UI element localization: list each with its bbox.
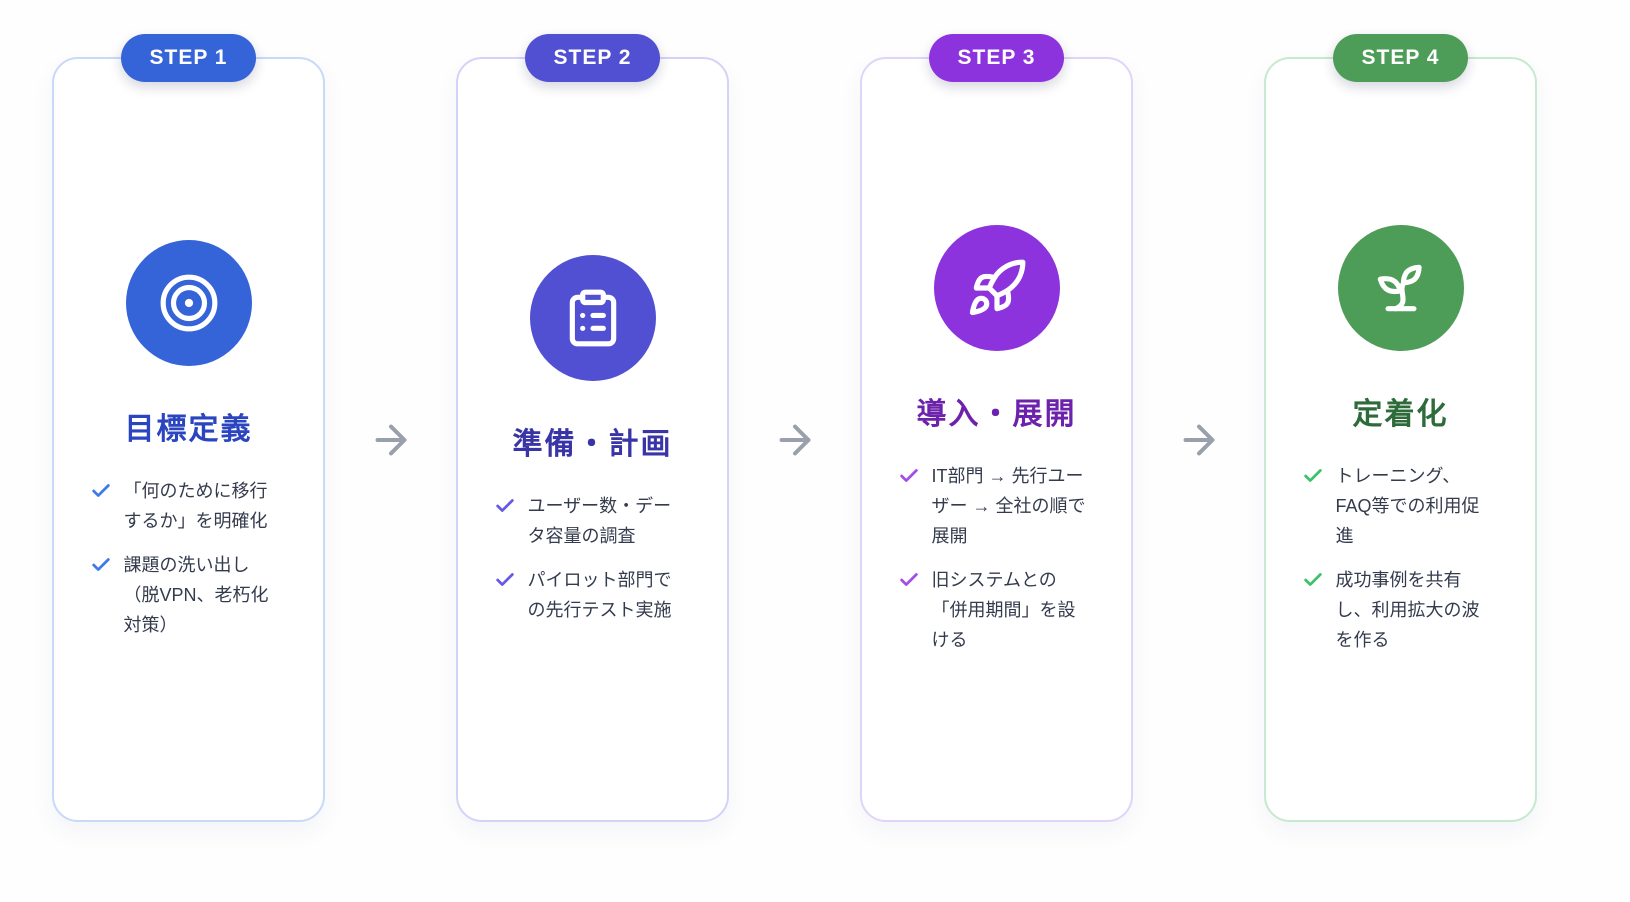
checklist-item-text: IT部門 → 先行ユーザー → 全社の順で展開 <box>931 465 1086 546</box>
check-icon <box>899 572 918 586</box>
checklist-item: ユーザー数・データ容量の調査 <box>494 491 692 551</box>
check-icon <box>899 468 918 482</box>
checklist-item-text: パイロット部門での先行テスト実施 <box>527 569 672 620</box>
step-card-1: STEP 1 目標定義 「何のために移行するか」を明確化 課題の洗い出し（脱VP… <box>52 34 325 822</box>
rocket-icon <box>969 259 1025 315</box>
check-icon <box>495 572 514 586</box>
checklist-item-text: 課題の洗い出し（脱VPN、老朽化対策） <box>123 554 269 635</box>
step-3-title: 導入・展開 <box>916 397 1077 431</box>
step-1-icon-circle <box>125 239 252 366</box>
step-2-badge: STEP 2 <box>524 34 661 82</box>
checklist-item: IT部門 → 先行ユーザー → 全社の順で展開 <box>898 461 1096 551</box>
check-icon <box>1303 572 1322 586</box>
check-icon <box>91 557 110 571</box>
target-icon <box>160 274 217 331</box>
flow-arrow-2 <box>729 57 860 822</box>
step-3-icon-circle <box>933 224 1060 351</box>
step-2-checklist: ユーザー数・データ容量の調査 パイロット部門での先行テスト実施 <box>494 491 692 625</box>
step-4-checklist: トレーニング、FAQ等での利用促進 成功事例を共有し、利用拡大の波を作る <box>1302 461 1500 655</box>
flow-arrow-3 <box>1133 57 1264 822</box>
check-icon <box>495 498 514 512</box>
check-icon <box>91 483 110 497</box>
step-1-checklist: 「何のために移行するか」を明確化 課題の洗い出し（脱VPN、老朽化対策） <box>90 476 288 640</box>
step-4-title: 定着化 <box>1352 397 1449 431</box>
step-card-3: STEP 3 導入・展開 IT部門 → 先行ユーザー → 全社の順で展開 旧シス… <box>860 34 1133 822</box>
step-card-2: STEP 2 準備・計画 ユーザー数・データ容量の調査 パイロット部門での先行テ… <box>456 34 729 822</box>
checklist-item-text: 「何のために移行するか」を明確化 <box>123 480 268 531</box>
checklist-item: 「何のために移行するか」を明確化 <box>90 476 288 536</box>
checklist-item-text: 旧システムとの「併用期間」を設ける <box>931 569 1076 650</box>
step-card-4: STEP 4 定着化 トレーニング、FAQ等での利用促進 成功事例を共有し、利用… <box>1264 34 1537 822</box>
checklist-item: パイロット部門での先行テスト実施 <box>494 565 692 625</box>
checklist-item: 課題の洗い出し（脱VPN、老朽化対策） <box>90 550 288 640</box>
checklist-item: 成功事例を共有し、利用拡大の波を作る <box>1302 565 1500 655</box>
process-flow-diagram: STEP 1 目標定義 「何のために移行するか」を明確化 課題の洗い出し（脱VP… <box>52 34 1537 822</box>
clipboard-list-icon <box>569 289 616 346</box>
arrow-right-icon <box>1183 424 1214 455</box>
step-1-badge: STEP 1 <box>120 34 257 82</box>
step-3-badge: STEP 3 <box>928 34 1065 82</box>
step-3-checklist: IT部門 → 先行ユーザー → 全社の順で展開 旧システムとの「併用期間」を設け… <box>898 461 1096 655</box>
checklist-item: 旧システムとの「併用期間」を設ける <box>898 565 1096 655</box>
step-4-badge: STEP 4 <box>1332 34 1469 82</box>
flow-arrow-1 <box>325 57 456 822</box>
step-2-icon-circle <box>529 254 656 381</box>
checklist-item: トレーニング、FAQ等での利用促進 <box>1302 461 1500 551</box>
checklist-item-text: トレーニング、FAQ等での利用促進 <box>1335 465 1480 546</box>
checklist-item-text: ユーザー数・データ容量の調査 <box>527 495 672 546</box>
arrow-right-icon <box>779 424 810 455</box>
step-2-title: 準備・計画 <box>512 427 673 461</box>
step-1-title: 目標定義 <box>124 412 253 446</box>
checklist-item-text: 成功事例を共有し、利用拡大の波を作る <box>1335 569 1480 650</box>
check-icon <box>1303 468 1322 482</box>
step-4-icon-circle <box>1337 224 1464 351</box>
arrow-right-icon <box>375 424 406 455</box>
sprout-icon <box>1377 264 1422 311</box>
